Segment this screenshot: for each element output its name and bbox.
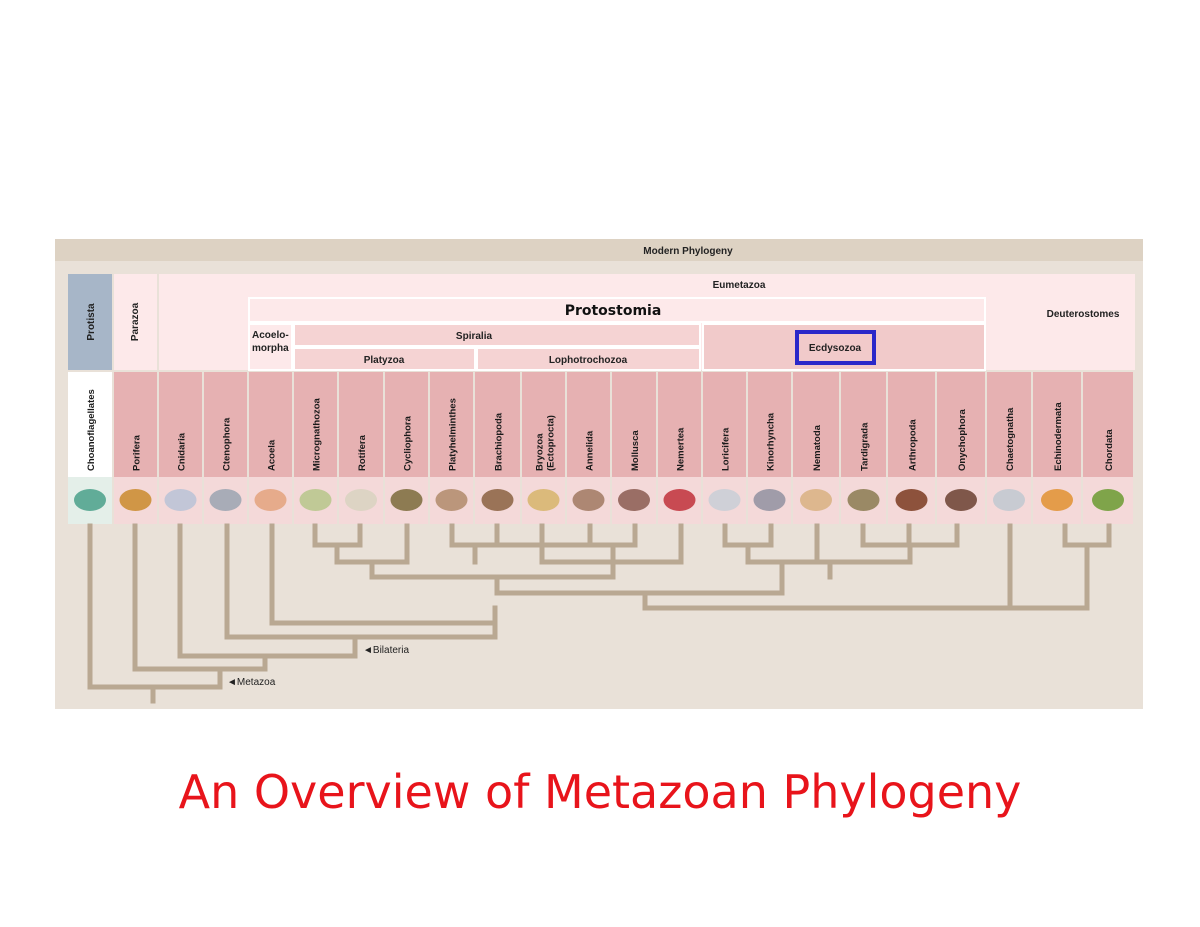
taxon-label-mollusca: Mollusca bbox=[630, 430, 641, 471]
taxon-label-annelida: Annelida bbox=[585, 430, 596, 471]
slide-caption: An Overview of Metazoan Phylogeny bbox=[178, 765, 1022, 819]
taxon-label-rotifera: Rotifera bbox=[357, 434, 368, 471]
taxon-label-acoela: Acoela bbox=[267, 439, 278, 471]
figure-header: Modern Phylogeny bbox=[643, 246, 733, 257]
parazoa-cell bbox=[114, 274, 157, 370]
metazoa-label: ◄Metazoa bbox=[227, 677, 276, 688]
taxon-label-porifera: Porifera bbox=[132, 434, 143, 471]
organism-icon-bryozoa bbox=[527, 489, 560, 511]
acoelomorpha-label-1: Acoelo- bbox=[252, 330, 289, 341]
taxon-label-micrognathozoa: Micrognathozoa bbox=[312, 397, 323, 471]
bilateria-label: ◄Bilateria bbox=[363, 645, 409, 656]
taxon-label-tardigrada: Tardigrada bbox=[860, 422, 871, 471]
lophotrochozoa-band bbox=[476, 347, 701, 371]
taxon-label-cycliophora: Cycliophora bbox=[403, 415, 414, 471]
phylogeny-figure: Modern Phylogeny Protista Parazoa Eumeta… bbox=[55, 239, 1143, 709]
protostomia-band bbox=[248, 297, 986, 323]
taxon-label-onychophora: Onychophora bbox=[957, 409, 968, 471]
bryozoa-sublabel: (Ectoprocta) bbox=[546, 415, 557, 471]
organism-icon-porifera bbox=[119, 489, 152, 511]
organism-icon-platyhelminthes bbox=[435, 489, 468, 511]
phylogenetic-tree bbox=[87, 523, 1112, 704]
organism-icon-cycliophora bbox=[390, 489, 423, 511]
taxon-label-nematoda: Nematoda bbox=[812, 424, 823, 471]
organism-icon-rotifera bbox=[345, 489, 377, 511]
taxon-label-kinorhyncha: Kinorhyncha bbox=[766, 412, 777, 471]
organism-icon-arthropoda bbox=[895, 489, 928, 511]
eumetazoa-label: Eumetazoa bbox=[713, 280, 766, 291]
taxon-label-brachiopoda: Brachiopoda bbox=[494, 412, 505, 471]
taxon-label-loricifera: Loricifera bbox=[721, 427, 732, 471]
lophotrochozoa-label: Lophotrochozoa bbox=[549, 355, 628, 366]
taxon-label-chaetognatha: Chaetognatha bbox=[1005, 407, 1016, 471]
ecdysozoa-highlight-box bbox=[795, 330, 876, 365]
organism-icon-micrognathozoa bbox=[299, 489, 332, 511]
organism-icon-brachiopoda bbox=[481, 489, 514, 511]
organism-icon-nematoda bbox=[800, 489, 832, 511]
taxon-label-echinodermata: Echinodermata bbox=[1053, 402, 1064, 471]
organism-icon-echinodermata bbox=[1041, 489, 1073, 511]
organism-icon-ctenophora bbox=[209, 489, 242, 511]
taxon-label-chordata: Chordata bbox=[1104, 429, 1115, 471]
taxon-label-bryozoa: Bryozoa bbox=[535, 433, 546, 471]
organism-icon-annelida bbox=[572, 489, 605, 511]
organism-icon-chordata bbox=[1092, 489, 1124, 511]
platyzoa-band bbox=[293, 347, 476, 371]
taxon-label-cnidaria: Cnidaria bbox=[177, 432, 188, 471]
organism-icon-choanoflagellates bbox=[74, 489, 106, 511]
organism-icon-acoela bbox=[254, 489, 287, 511]
parazoa-label: Parazoa bbox=[130, 302, 141, 341]
protista-cell bbox=[68, 274, 112, 370]
protista-label: Protista bbox=[86, 303, 97, 341]
spiralia-label: Spiralia bbox=[456, 331, 493, 342]
organism-icon-loricifera bbox=[708, 489, 741, 511]
platyzoa-label: Platyzoa bbox=[364, 355, 405, 366]
organism-icon-cnidaria bbox=[164, 489, 197, 511]
organism-icon-nemertea bbox=[663, 489, 696, 511]
organism-icon-mollusca bbox=[618, 489, 650, 511]
acoelomorpha-label-2: morpha bbox=[252, 343, 289, 354]
organism-icon-chaetognatha bbox=[993, 489, 1025, 511]
deuterostomes-label: Deuterostomes bbox=[1047, 309, 1120, 320]
organism-icon-onychophora bbox=[945, 489, 977, 511]
organism-icon-tardigrada bbox=[847, 489, 880, 511]
spiralia-band bbox=[293, 323, 701, 347]
taxon-label-nemertea: Nemertea bbox=[676, 427, 687, 471]
taxon-label-arthropoda: Arthropoda bbox=[908, 419, 919, 471]
organism-icon-kinorhyncha bbox=[753, 489, 786, 511]
taxon-label-platyhelminthes: Platyhelminthes bbox=[448, 398, 459, 471]
header-band bbox=[55, 239, 1143, 261]
taxa-illustrations bbox=[74, 489, 1124, 511]
acoelomorpha-cell bbox=[248, 323, 293, 371]
taxon-label-choanoflagellates: Choanoflagellates bbox=[86, 389, 97, 471]
taxon-label-ctenophora: Ctenophora bbox=[222, 417, 233, 471]
protostomia-label: Protostomia bbox=[565, 303, 662, 319]
ecdysozoa-label: Ecdysozoa bbox=[809, 343, 862, 354]
